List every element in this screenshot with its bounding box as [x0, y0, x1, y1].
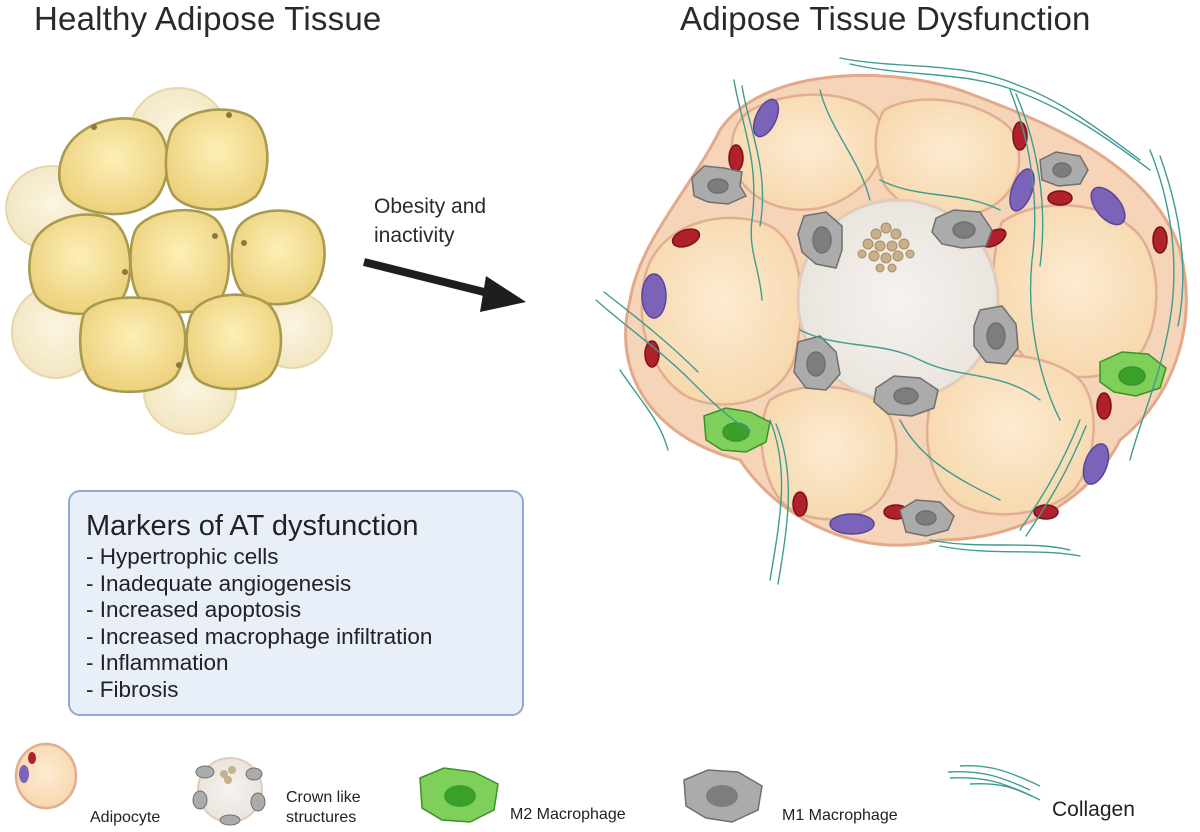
legend-m1-label: M1 Macrophage: [782, 807, 898, 824]
legend-m2-label: M2 Macrophage: [510, 806, 626, 823]
progression-arrow-head: [480, 276, 526, 312]
arrow-label: Obesity and inactivity: [374, 192, 486, 250]
legend-collagen-label: Collagen: [1052, 798, 1135, 821]
legend-crown-like-structure-icon: [192, 757, 266, 826]
marker-item: - Increased macrophage infiltration: [86, 623, 433, 649]
legend-collagen-icon: [947, 764, 1041, 801]
marker-item: - Inadequate angiogenesis: [86, 570, 352, 596]
marker-item: - Fibrosis: [86, 676, 179, 702]
healthy-tissue-title: Healthy Adipose Tissue: [34, 0, 382, 37]
marker-item: - Inflammation: [86, 650, 229, 675]
arrow-label-line-2: inactivity: [374, 224, 455, 247]
legend-crown-label-line-2: structures: [286, 809, 357, 826]
m1-macrophages: [691, 151, 1089, 537]
arrow-label-line-1: Obesity and: [374, 195, 487, 218]
legend-crown-label-line-1: Crown like: [286, 789, 361, 806]
legend-m1-macrophage-icon: [683, 769, 763, 823]
healthy-adipocyte-cluster: [5, 87, 333, 435]
crown-like-structure: [796, 198, 1000, 402]
progression-arrow: [363, 258, 493, 298]
marker-item: - Hypertrophic cells: [86, 544, 279, 569]
markers-list: - Hypertrophic cells - Inadequate angiog…: [86, 544, 522, 703]
legend-adipocyte-label: Adipocyte: [90, 809, 161, 826]
m2-macrophages: [703, 351, 1167, 453]
adipocyte-nuclei-purple: [641, 98, 1126, 535]
markers-box: Markers of AT dysfunction - Hypertrophic…: [68, 490, 524, 716]
dysfunctional-tissue: [595, 57, 1188, 585]
marker-item: - Increased apoptosis: [86, 597, 302, 622]
healthy-nuclei: [91, 112, 247, 368]
dysfunction-title: Adipose Tissue Dysfunction: [680, 0, 1091, 37]
collagen-fibers: [595, 57, 1184, 585]
healthy-adipocyte-layer: [28, 108, 326, 394]
legend-adipocyte-icon: [14, 742, 78, 810]
cell-debris: [857, 222, 915, 273]
markers-title: Markers of AT dysfunction: [86, 510, 419, 542]
legend-m2-macrophage-icon: [419, 767, 499, 823]
